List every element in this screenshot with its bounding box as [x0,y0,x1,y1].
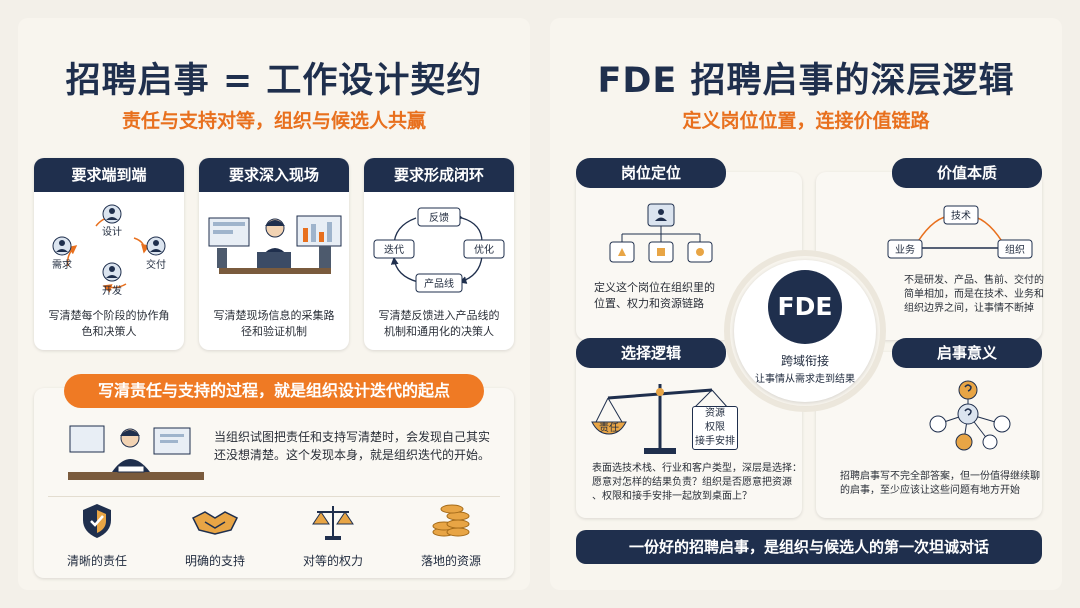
loop-node-optimize: 优化 [474,243,494,256]
right-panel: FDE 招聘启事的深层逻辑 定义岗位位置，连接价值链路 岗位定位 价值本质 选择… [550,18,1062,590]
card-closed-loop-text-2: 机制和通用化的决策人 [384,325,494,338]
quadrant-position-text-1: 定义这个岗位在组织里的 [594,281,715,294]
scale-left-label: 责任 [599,421,619,434]
scale-right-label-2: 权限 [705,422,725,433]
quadrant-meaning-header: 启事意义 [892,338,1042,368]
question-network-icon [929,380,1011,451]
value-node-business: 业务 [895,243,915,256]
quadrant-selection-text-1: 表面选技术栈、行业和客户类型，深层是选择： [592,463,802,474]
person-icon [102,262,122,282]
left-panel: 招聘启事 = 工作设计契约 责任与支持对等，组织与候选人共赢 要求端到端 设计 … [18,18,530,590]
value-node-org: 组织 [1005,243,1025,256]
card-end-to-end-text-1: 写清楚每个阶段的协作角 [48,309,170,322]
quadrant-value-text-3: 组织边界之间，让事情不断掉 [904,303,1034,314]
right-bottom-banner: 一份好的招聘启事，是组织与候选人的第一次坦诚对话 [576,530,1042,564]
quadrant-selection-text-2: 愿意对怎样的结果负责？组织是否愿意把资源 [592,477,792,488]
cycle-diagram: 设计 交付 开发 需求 [52,204,166,296]
shield-icon [83,504,111,538]
icon-cell-support: 明确的支持 [156,502,274,572]
coins-icon [432,504,470,537]
quadrant-selection-text-3: 、权限和接手安排一起放到桌面上？ [592,491,752,502]
scale-right-box: 资源 权限 接手安排 [692,406,738,450]
icon-cell-resources: 落地的资源 [392,502,510,572]
card-end-to-end-text-2: 色和决策人 [81,325,137,338]
desk-illustration [68,425,204,480]
lower-section [34,388,514,578]
right-subtitle: 定义岗位位置，连接价值链路 [682,110,930,132]
org-chart-icon [609,203,713,263]
onsite-illustration [208,215,342,274]
balance-scale-icon: 责任 [591,384,729,454]
quadrant-selection-header: 选择逻辑 [576,338,726,368]
quadrant-meaning-text-1: 招聘启事写不完全部答案，但一份值得继续聊 [840,471,1040,482]
value-triangle-diagram: 技术 业务 组织 [887,205,1033,259]
card-closed-loop-header: 要求形成闭环 [364,158,514,192]
card-on-site: 要求深入现场 写清楚现场信息的采集路 径和验证机制 [199,158,349,350]
icon-label-resources: 落地的资源 [420,554,481,568]
scale-right-label-1: 资源 [705,408,725,419]
loop-node-iterate: 迭代 [384,244,404,256]
left-body-line-2: 还没想清楚。这个发现本身，就是组织迭代的开始。 [214,448,491,462]
quadrant-position-text-2: 位置、权力和资源链路 [594,297,704,310]
icon-label-responsibility: 清晰的责任 [66,554,127,568]
card-on-site-text-2: 径和验证机制 [241,325,307,338]
card-closed-loop: 要求形成闭环 反馈 优化 产品线 迭代 写清楚反馈进入产品线的 机制和通用化的决… [364,158,514,350]
person-icon [102,204,122,224]
right-main-title: FDE 招聘启事的深层逻辑 [597,61,1015,101]
icon-row-divider [48,496,500,497]
fde-label: FDE [777,292,833,321]
icon-cell-responsibility: 清晰的责任 [38,502,156,572]
node-requirement: 需求 [52,259,72,271]
left-main-title: 招聘启事 = 工作设计契约 [65,61,483,101]
scale-icon [312,506,354,540]
icon-label-support: 明确的支持 [184,554,245,568]
quadrant-value-header: 价值本质 [892,158,1042,188]
card-end-to-end: 要求端到端 设计 交付 开发 需求 写清楚每个阶段的协作角 色和决策人 [34,158,184,350]
handshake-icon [191,511,239,535]
quadrant-position-header: 岗位定位 [576,158,726,188]
fde-badge: FDE [768,270,842,344]
quadrant-value-text-2: 简单相加，而是在技术、业务和 [904,289,1044,300]
center-line-2: 让事情从需求走到结果 [755,374,855,385]
quadrant-meaning-text-2: 的启事，至少应该让这些问题有地方开始 [840,485,1020,496]
scale-right-label-3: 接手安排 [695,436,735,447]
icon-cell-power: 对等的权力 [274,502,392,572]
loop-node-feedback: 反馈 [429,211,449,224]
icon-label-power: 对等的权力 [302,554,363,568]
node-design: 设计 [102,225,122,238]
card-on-site-header: 要求深入现场 [199,158,349,192]
left-body-line-1: 当组织试图把责任和支持写清楚时，会发现自己其实 [214,430,491,444]
left-banner: 写清责任与支持的过程，就是组织设计迭代的起点 [64,374,484,408]
loop-diagram: 反馈 优化 产品线 迭代 [373,207,505,293]
value-node-tech: 技术 [951,209,971,222]
center-line-1: 跨域衔接 [780,354,829,368]
node-delivery: 交付 [146,258,166,271]
node-develop: 开发 [102,284,122,296]
card-closed-loop-text-1: 写清楚反馈进入产品线的 [378,309,500,322]
person-icon [52,236,72,256]
card-end-to-end-header: 要求端到端 [34,158,184,192]
quadrant-value-text-1: 不是研发、产品、售前、交付的 [904,275,1044,286]
loop-node-product-line: 产品线 [424,277,454,290]
person-icon [146,236,166,256]
left-subtitle: 责任与支持对等，组织与候选人共赢 [121,110,426,132]
card-on-site-text-1: 写清楚现场信息的采集路 [213,309,335,322]
